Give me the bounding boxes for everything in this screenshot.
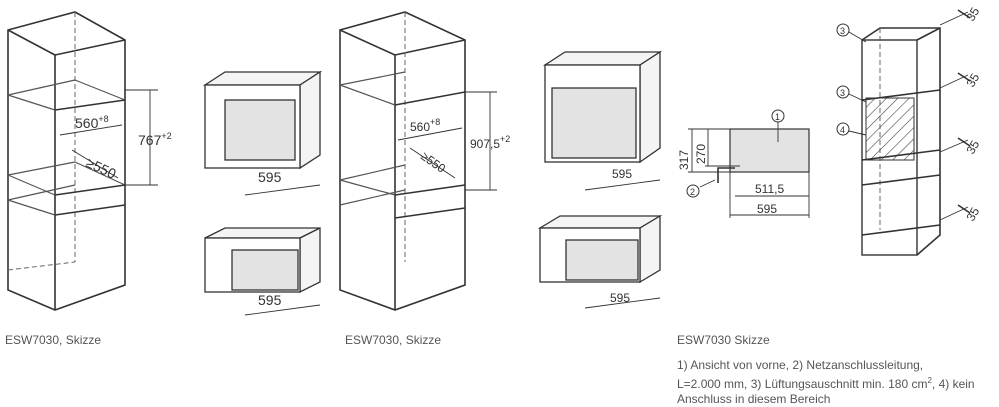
- depth-dim: 511,5: [755, 182, 784, 196]
- cutout-height-dim: 907,5+2: [470, 134, 510, 151]
- caption-3: ESW7030 Skizze: [677, 333, 770, 347]
- cutout-width-dim: 560+8: [410, 117, 440, 134]
- callout-3a: 3: [840, 26, 845, 36]
- svg-text:35: 35: [963, 71, 982, 90]
- caption-2: ESW7030, Skizze: [345, 333, 442, 347]
- total-height-dim: 317: [677, 150, 691, 170]
- svg-text:35: 35: [963, 138, 982, 157]
- callout-1: 1: [775, 112, 780, 122]
- front-height-dim: 270: [694, 144, 708, 164]
- side-view-diagram: 317 270 1 2 511,5 595: [677, 109, 810, 218]
- svg-text:35: 35: [963, 5, 982, 24]
- footnotes: 1) Ansicht von vorne, 2) Netzanschlussle…: [677, 358, 975, 406]
- callout-3b: 3: [840, 88, 845, 98]
- callout-4: 4: [840, 125, 845, 135]
- cutout-depth-dim: ≥550: [418, 149, 448, 176]
- unit-width-dim: 595: [610, 291, 630, 305]
- appliance-unit-3: 595: [542, 50, 663, 191]
- width-dim: 595: [757, 202, 777, 216]
- unit-width-dim: 595: [258, 169, 282, 185]
- appliance-unit-2: 595: [204, 226, 321, 316]
- spacing-dims: 35 35 35 35: [939, 5, 982, 224]
- cutout-depth-dim: ≥550: [84, 154, 119, 182]
- callout-2: 2: [690, 187, 695, 197]
- svg-text:35: 35: [963, 205, 982, 224]
- unit-width-dim: 595: [612, 167, 632, 181]
- cutout-height-dim: 767+2: [138, 131, 172, 148]
- tall-cabinet-2: 560+8 ≥550 907,5+2: [339, 11, 510, 311]
- tall-cabinet-1: 560+8 ≥550 767+2: [7, 11, 172, 311]
- appliance-unit-4: 595: [537, 214, 663, 309]
- unit-width-dim: 595: [258, 292, 282, 308]
- caption-1: ESW7030, Skizze: [5, 333, 102, 347]
- ventilation-cabinet: 3 3 4 35 35 35 35: [836, 5, 982, 256]
- appliance-unit-1: 595: [202, 70, 323, 196]
- cutout-width-dim: 560+8: [75, 114, 109, 131]
